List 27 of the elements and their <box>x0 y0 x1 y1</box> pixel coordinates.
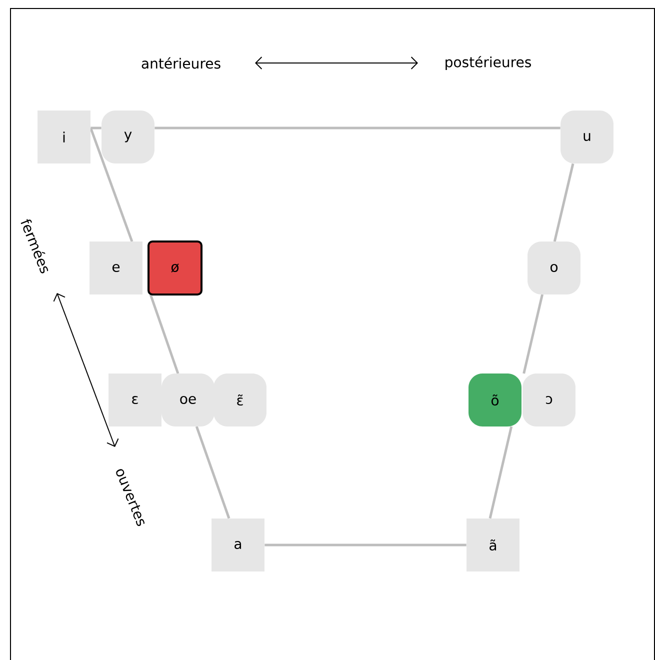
axis-label: postérieures <box>446 56 531 70</box>
line <box>149 294 180 374</box>
vowel-box: ɔ <box>522 374 576 426</box>
line <box>90 128 134 242</box>
line <box>488 426 513 519</box>
axis-label: antérieures <box>142 57 220 69</box>
line <box>154 126 560 130</box>
highlighted-vowel-box: õ <box>468 374 522 426</box>
vowel-box: oe <box>162 374 214 426</box>
line <box>264 544 466 546</box>
vowel-box: o <box>528 242 580 294</box>
vowel-box: e <box>90 242 142 294</box>
vowel-box: ã <box>466 518 520 572</box>
line <box>195 426 230 519</box>
vowel-box: i <box>38 110 90 164</box>
node-label: ɛ <box>132 396 138 404</box>
line <box>90 126 102 130</box>
line <box>553 163 574 242</box>
vowel-box: ɛ <box>108 374 162 426</box>
vowel-box: u <box>560 110 614 164</box>
node-label: oe <box>180 396 196 404</box>
line <box>522 294 544 374</box>
vowel-box: a <box>212 518 264 572</box>
vowel-box: y <box>102 110 154 164</box>
node-label: ɛ̃ <box>237 394 243 406</box>
highlighted-vowel-box: ø <box>148 240 202 296</box>
vowel-box: ɛ̃ <box>214 374 266 426</box>
